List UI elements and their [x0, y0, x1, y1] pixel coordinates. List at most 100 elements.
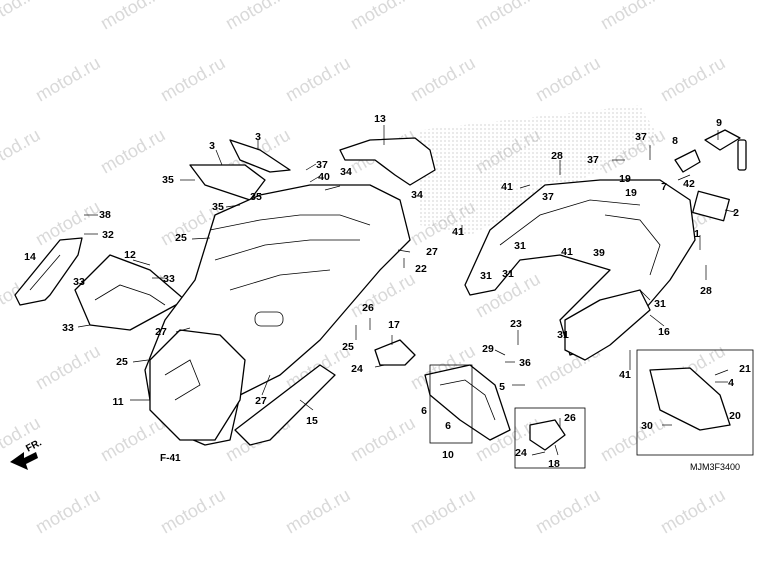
watermark-text: motod.ru	[657, 53, 729, 106]
callout-number: 35	[212, 201, 224, 213]
callout-number: 9	[716, 117, 722, 129]
callout-layer: 1233456678910111213141516171819192021222…	[24, 113, 751, 470]
callout-number: 6	[421, 405, 427, 417]
callout-number: 24	[515, 447, 527, 459]
callout-number: 30	[641, 420, 653, 432]
callout-number: 31	[557, 329, 569, 341]
callout-number: 21	[739, 363, 751, 375]
callout-number: 8	[672, 135, 678, 147]
watermark-text: motod.ru	[97, 125, 169, 178]
callout-number: 2	[733, 207, 739, 219]
callout-number: 35	[250, 191, 262, 203]
callout-number: 40	[318, 171, 330, 183]
callout-number: 11	[112, 396, 123, 408]
callout-number: 10	[442, 449, 454, 461]
watermark-text: motod.ru	[0, 125, 44, 178]
part-9-key-cylinder	[704, 129, 747, 171]
watermark-text: motod.ru	[282, 485, 354, 538]
callout-number: 27	[426, 246, 438, 258]
watermark-text: motod.ru	[222, 0, 294, 33]
callout-number: 41	[561, 246, 573, 258]
watermark-text: motod.ru	[597, 0, 669, 33]
callout-number: 20	[729, 410, 741, 422]
callout-number: 31	[502, 268, 514, 280]
callout-number: 25	[116, 356, 128, 368]
callout-number: 18	[548, 458, 560, 470]
watermark-text: motod.ru	[657, 485, 729, 538]
callout-number: 13	[374, 113, 386, 125]
part-17-bracket	[374, 339, 416, 366]
callout-number: 37	[635, 131, 647, 143]
callout-number: 41	[619, 369, 631, 381]
watermark-text: motod.ru	[347, 413, 419, 466]
callout-number: 5	[499, 381, 505, 393]
watermark-text: motod.ru	[347, 0, 419, 33]
callout-number: 38	[99, 209, 111, 221]
callout-number: 24	[351, 363, 363, 375]
callout-number: 7	[661, 181, 667, 193]
part-8-latch	[674, 149, 701, 173]
part-14-side-cover	[14, 237, 83, 306]
callout-number: 31	[514, 240, 526, 252]
callout-number: 34	[340, 166, 352, 178]
part-15-strip	[234, 364, 336, 446]
shading-area	[420, 105, 660, 235]
watermark-text: motod.ru	[532, 485, 604, 538]
callout-number: 39	[593, 247, 605, 259]
callout-number: 27	[155, 326, 167, 338]
watermark-text: motod.ru	[157, 53, 229, 106]
watermark-text: motod.ru	[32, 485, 104, 538]
callout-number: 16	[658, 326, 670, 338]
callout-number: 25	[342, 341, 354, 353]
callout-number: 15	[306, 415, 318, 427]
figure-reference-label: F-41	[160, 453, 181, 464]
part-10-mudguard-set	[424, 364, 511, 444]
watermark-text: motod.ru	[282, 53, 354, 106]
callout-number: 27	[255, 395, 267, 407]
callout-number: 31	[480, 270, 492, 282]
callout-number: 1	[694, 228, 700, 240]
callout-number: 41	[501, 181, 513, 193]
callout-number: 22	[415, 263, 427, 275]
callout-number: 3	[209, 140, 215, 152]
callout-number: 32	[102, 229, 114, 241]
callout-number: 37	[587, 154, 599, 166]
callout-number: 33	[62, 322, 74, 334]
watermark-text: motod.ru	[407, 53, 479, 106]
watermark-text: motod.ru	[97, 0, 169, 33]
part-3-grab-handles	[189, 139, 291, 201]
callout-number: 37	[316, 159, 328, 171]
callout-number: 19	[625, 187, 637, 199]
part-18-reflector	[514, 407, 586, 469]
callout-number: 37	[542, 191, 554, 203]
part-13-seat-cowl	[339, 137, 436, 186]
callout-number: 33	[73, 276, 85, 288]
part-16-side-cowl-assembly	[464, 179, 696, 361]
watermark-text: motod.ru	[472, 0, 544, 33]
callout-number: 35	[162, 174, 174, 186]
callout-number: 41	[452, 226, 464, 238]
callout-number: 28	[700, 285, 712, 297]
callout-number: 33	[163, 273, 175, 285]
callout-number: 6	[445, 420, 451, 432]
callout-number: 29	[482, 343, 494, 355]
part-20-license-plate-bracket	[636, 349, 754, 456]
callout-number: 28	[551, 150, 563, 162]
callout-number: 42	[683, 178, 695, 190]
callout-number: 12	[124, 249, 136, 261]
callout-number: 3	[255, 131, 261, 143]
watermark-text: motod.ru	[97, 413, 169, 466]
watermark-text: motod.ru	[0, 0, 44, 33]
watermark-text: motod.ru	[532, 53, 604, 106]
callout-number: 19	[619, 173, 631, 185]
callout-number: 31	[654, 298, 666, 310]
callout-number: 26	[564, 412, 576, 424]
callout-number: 14	[24, 251, 36, 263]
callout-number: 4	[728, 377, 734, 389]
callout-number: 23	[510, 318, 522, 330]
leader-lines	[77, 125, 736, 456]
watermark-text: motod.ru	[597, 413, 669, 466]
watermark-text: motod.ru	[32, 53, 104, 106]
callout-number: 17	[388, 319, 400, 331]
